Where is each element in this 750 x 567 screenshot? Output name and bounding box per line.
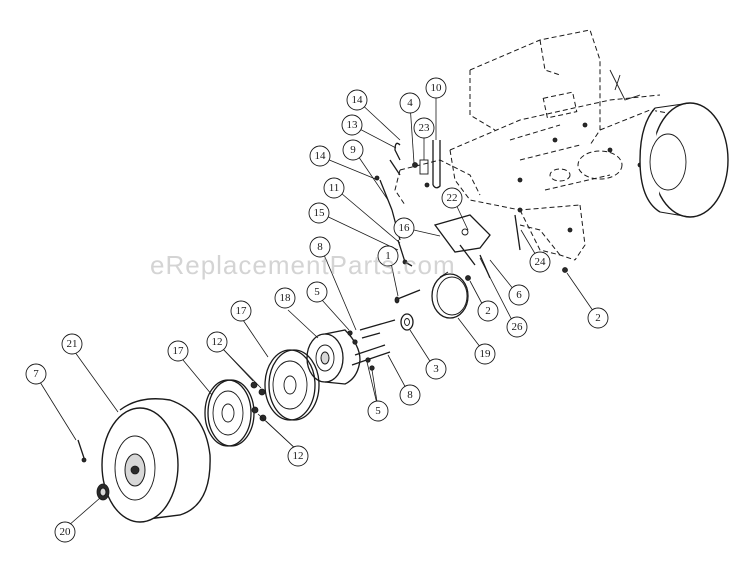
wheel-nut bbox=[96, 483, 110, 501]
front-wheel-tire bbox=[101, 398, 211, 523]
callout-label: 22 bbox=[447, 192, 458, 204]
axle-washer bbox=[400, 313, 414, 331]
callout-24: 24 bbox=[529, 251, 551, 273]
callout-label: 1 bbox=[385, 250, 391, 262]
valve-stem bbox=[77, 439, 87, 463]
callout-label: 12 bbox=[212, 336, 223, 348]
callout-label: 8 bbox=[407, 389, 413, 401]
rear-right-tire bbox=[639, 102, 729, 218]
callout-4: 4 bbox=[399, 92, 421, 114]
callout-label: 7 bbox=[33, 368, 39, 380]
callout-label: 9 bbox=[350, 144, 356, 156]
callout-label: 2 bbox=[485, 305, 491, 317]
callout-label: 26 bbox=[512, 321, 524, 333]
callout-2: 2 bbox=[477, 300, 499, 322]
callout-14: 14 bbox=[346, 89, 368, 111]
callout-10: 10 bbox=[425, 77, 447, 99]
callout-5: 5 bbox=[306, 281, 328, 303]
callout-6: 6 bbox=[508, 284, 530, 306]
callout-12: 12 bbox=[206, 331, 228, 353]
callout-13: 13 bbox=[341, 114, 363, 136]
callout-label: 23 bbox=[419, 122, 431, 134]
bolts bbox=[347, 319, 396, 371]
callout-14: 14 bbox=[309, 145, 331, 167]
callout-label: 20 bbox=[60, 526, 72, 538]
callout-12: 12 bbox=[287, 445, 309, 467]
callout-label: 13 bbox=[347, 119, 359, 131]
brake-linkage bbox=[374, 159, 523, 279]
callout-label: 14 bbox=[315, 150, 327, 162]
callout-label: 10 bbox=[431, 82, 443, 94]
callout-label: 15 bbox=[314, 207, 326, 219]
callout-label: 17 bbox=[236, 305, 248, 317]
callout-2: 2 bbox=[587, 307, 609, 329]
callout-5: 5 bbox=[367, 400, 389, 422]
callout-label: 11 bbox=[329, 182, 340, 194]
callout-label: 5 bbox=[314, 286, 320, 298]
upper-levers bbox=[394, 140, 441, 189]
callout-17: 17 bbox=[230, 300, 252, 322]
brake-band bbox=[431, 271, 469, 319]
callout-3: 3 bbox=[425, 358, 447, 380]
callout-label: 6 bbox=[516, 289, 522, 301]
brake-drum bbox=[306, 329, 361, 385]
callout-1: 1 bbox=[377, 245, 399, 267]
callout-19: 19 bbox=[474, 343, 496, 365]
callout-22: 22 bbox=[441, 187, 463, 209]
callout-label: 17 bbox=[173, 345, 185, 357]
axle-bolt bbox=[394, 289, 421, 304]
callout-8: 8 bbox=[399, 384, 421, 406]
callout-11: 11 bbox=[323, 177, 345, 199]
hub-plate-a bbox=[204, 379, 255, 447]
callout-label: 8 bbox=[317, 241, 323, 253]
lug-nuts bbox=[250, 381, 267, 422]
callout-label: 24 bbox=[535, 256, 547, 268]
hub-plate-b bbox=[264, 349, 320, 421]
chassis-frame bbox=[394, 29, 681, 261]
callout-label: 19 bbox=[480, 348, 492, 360]
callout-21: 21 bbox=[61, 333, 83, 355]
callout-20: 20 bbox=[54, 521, 76, 543]
callout-26: 26 bbox=[506, 316, 528, 338]
callout-label: 2 bbox=[595, 312, 601, 324]
callout-label: 4 bbox=[407, 97, 413, 109]
callout-label: 3 bbox=[433, 363, 439, 375]
frame-bolt bbox=[465, 267, 568, 281]
callout-7: 7 bbox=[25, 363, 47, 385]
callout-15: 15 bbox=[308, 202, 330, 224]
callout-label: 5 bbox=[375, 405, 381, 417]
callout-label: 16 bbox=[399, 222, 411, 234]
callout-label: 14 bbox=[352, 94, 364, 106]
callout-17: 17 bbox=[167, 340, 189, 362]
callout-23: 23 bbox=[413, 117, 435, 139]
callout-label: 18 bbox=[280, 292, 292, 304]
callout-9: 9 bbox=[342, 139, 364, 161]
callout-18: 18 bbox=[274, 287, 296, 309]
callout-label: 12 bbox=[293, 450, 304, 462]
callout-8: 8 bbox=[309, 236, 331, 258]
callout-label: 21 bbox=[67, 338, 78, 350]
callout-16: 16 bbox=[393, 217, 415, 239]
